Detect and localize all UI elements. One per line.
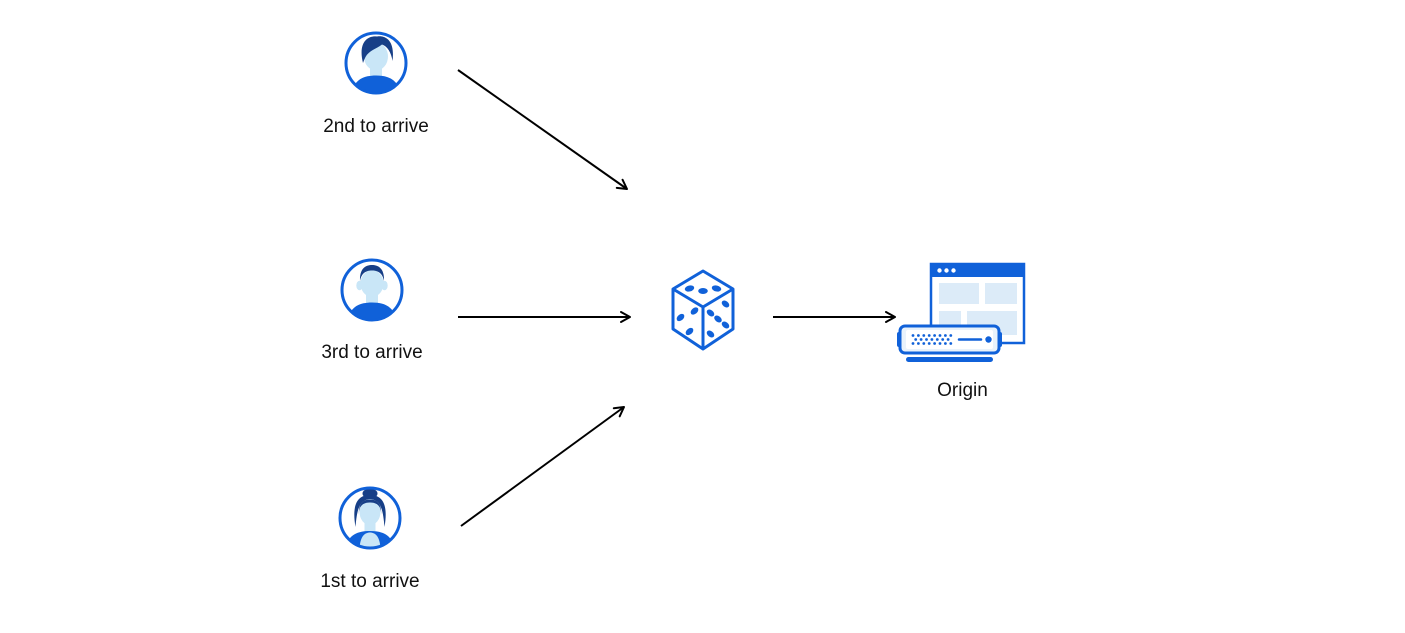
node-visitor-third: 3rd to arrive [307, 257, 437, 362]
dice-icon [671, 269, 735, 351]
node-label: Origin [937, 380, 988, 401]
node-label: 1st to arrive [320, 571, 420, 592]
edge-first-to-randomizer [460, 406, 625, 527]
avatar-woman-bun-icon [338, 486, 402, 550]
server-vent-dots [911, 334, 953, 345]
node-randomizer [669, 267, 737, 353]
edge-second-to-randomizer [457, 69, 628, 190]
node-origin: Origin [897, 257, 1028, 400]
node-label: 3rd to arrive [321, 342, 423, 363]
node-visitor-first: 1st to arrive [305, 485, 435, 591]
node-label: 2nd to arrive [323, 116, 429, 137]
avatar-man-short-hair-icon [340, 258, 404, 322]
avatar-man-side-swept-hair-icon [344, 31, 408, 95]
node-visitor-second: 2nd to arrive [311, 30, 441, 136]
origin-server-icon [897, 262, 1026, 362]
